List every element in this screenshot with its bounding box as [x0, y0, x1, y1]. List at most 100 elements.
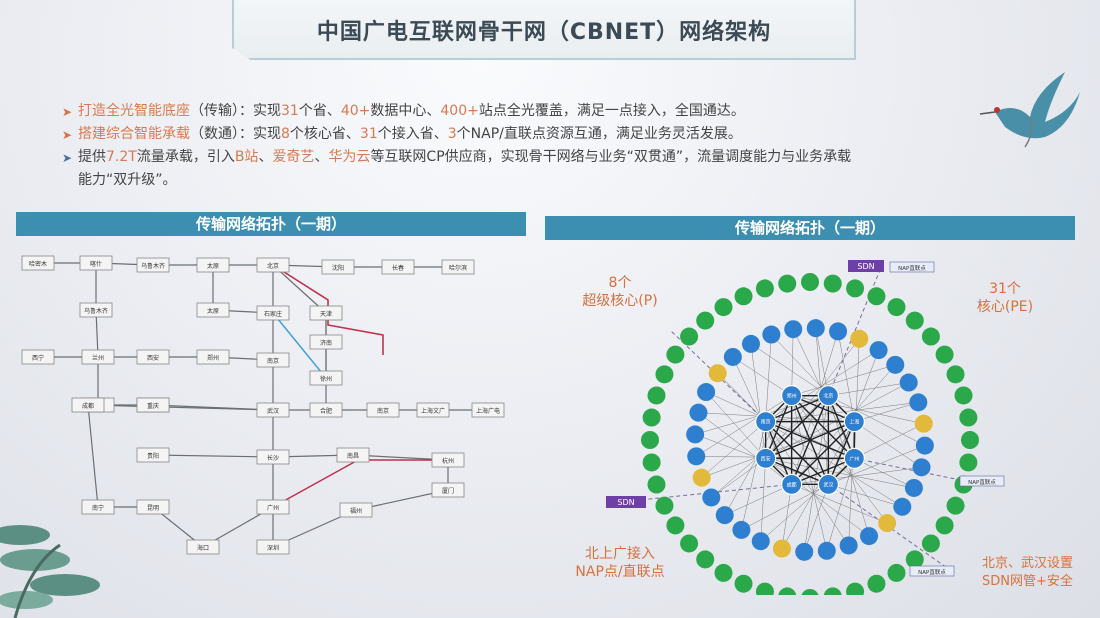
city-node — [321, 259, 355, 275]
core-node-label: 北京 — [823, 393, 833, 400]
pe-count: 31个 — [989, 281, 1021, 297]
city-node — [431, 452, 465, 468]
ce-node — [823, 274, 842, 293]
transmission-topology-map: 哈密木喀什乌鲁木齐太原北京沈阳长春哈尔滨乌鲁木齐太原石家庄天津济南兰州西安郑州南… — [21, 255, 505, 555]
city-node — [309, 305, 343, 321]
pe-node — [795, 542, 814, 561]
core-count-label: 8个 超级核心(P) — [565, 274, 675, 310]
pe-uplink — [717, 373, 766, 422]
pe-node — [732, 520, 751, 539]
pe-node — [850, 329, 869, 348]
city-label: 郑州 — [207, 354, 219, 362]
city-label: 厦门 — [442, 487, 454, 495]
sdn-label: 北京、武汉设置 SDN网管+安全 — [965, 555, 1090, 591]
pe-uplink — [765, 349, 879, 422]
ce-node — [887, 298, 906, 317]
city-label: 太原 — [207, 307, 219, 315]
pe-node — [715, 506, 734, 525]
core-mesh-link — [765, 457, 829, 485]
pe-uplink — [701, 421, 766, 478]
fiber-link — [272, 264, 327, 314]
city-node — [136, 397, 170, 413]
core-node — [755, 411, 777, 433]
ce-node — [905, 550, 924, 569]
city-node — [136, 257, 170, 273]
pe-uplink — [705, 391, 766, 459]
sdn-link — [854, 457, 971, 483]
ce-node — [647, 475, 666, 494]
pe-uplink — [848, 421, 855, 546]
ce-node — [696, 550, 715, 569]
title-frame — [232, 0, 856, 60]
core-mesh-link — [791, 395, 855, 423]
pe-uplink — [750, 343, 829, 396]
pe-uplink — [791, 395, 924, 424]
pe-uplink — [826, 458, 855, 551]
city-label: 成都 — [82, 402, 94, 410]
pe-node — [893, 497, 912, 516]
city-label: 乌鲁木齐 — [141, 262, 165, 270]
ce-node — [921, 327, 940, 346]
pe-node — [772, 539, 791, 558]
bullet-number: 8 — [281, 126, 290, 142]
city-label: 沈阳 — [332, 264, 344, 272]
pe-uplink — [760, 458, 855, 542]
ce-node — [801, 273, 819, 291]
pe-text: 核心(PE) — [976, 299, 1034, 315]
bullet-text: 个NAP/直联点资源互通，满足业务灵活发展。 — [456, 126, 742, 142]
arrow-icon: ➤ — [62, 105, 73, 119]
city-node — [381, 259, 415, 275]
pe-node — [806, 319, 825, 338]
sdn-line-1: 北京、武汉设置 — [981, 556, 1073, 571]
pe-uplink — [854, 402, 919, 422]
city-label: 哈尔滨 — [449, 264, 467, 272]
ce-node — [655, 365, 674, 384]
city-node — [339, 502, 373, 518]
bullet-item: ➤ 打造全光智能底座（传输）：实现31个省、40+数据中心、400+站点全光覆盖… — [62, 100, 1062, 123]
pe-node — [860, 527, 879, 546]
bullet-highlight: 华为云 — [328, 149, 371, 165]
nap-box — [959, 475, 1005, 487]
nap-box — [889, 261, 935, 273]
pe-uplink — [828, 445, 925, 485]
city-node — [21, 255, 55, 271]
core-node-label: 广州 — [849, 455, 859, 462]
city-node — [136, 349, 170, 365]
pe-uplink — [791, 484, 888, 524]
nap-box-label: NAP直联点 — [898, 264, 926, 272]
core-count: 8个 — [608, 275, 632, 291]
bullet-text: （传输）：实现 — [190, 103, 281, 119]
backbone-link — [272, 264, 384, 355]
bullet-number: 31 — [359, 126, 378, 142]
city-label: 太原 — [207, 262, 219, 270]
ce-node — [647, 386, 666, 405]
city-node — [21, 349, 55, 365]
pe-uplink — [750, 343, 766, 459]
city-node — [79, 302, 113, 318]
pe-uplink — [837, 331, 855, 422]
ce-node — [921, 534, 940, 553]
ce-node — [846, 582, 865, 595]
pe-uplink — [854, 458, 915, 489]
pe-uplink — [854, 423, 924, 459]
city-node — [441, 259, 475, 275]
pe-node — [686, 425, 705, 444]
city-label: 重庆 — [147, 402, 159, 410]
ce-node — [959, 453, 978, 472]
sdn-box-label: SDN — [857, 262, 874, 271]
core-node — [781, 473, 803, 495]
ce-node — [755, 582, 774, 595]
city-node — [256, 449, 290, 465]
bullet-text: 流量承载，引入 — [136, 149, 235, 165]
pe-node — [912, 458, 931, 477]
city-node — [256, 352, 290, 368]
pe-node — [702, 488, 721, 507]
ce-node — [935, 516, 954, 535]
pe-uplink — [765, 421, 849, 546]
bullet-highlight: 搭建综合智能承载 — [78, 126, 190, 142]
ce-node — [778, 274, 797, 293]
backbone-link — [272, 312, 327, 379]
city-node — [81, 499, 115, 515]
